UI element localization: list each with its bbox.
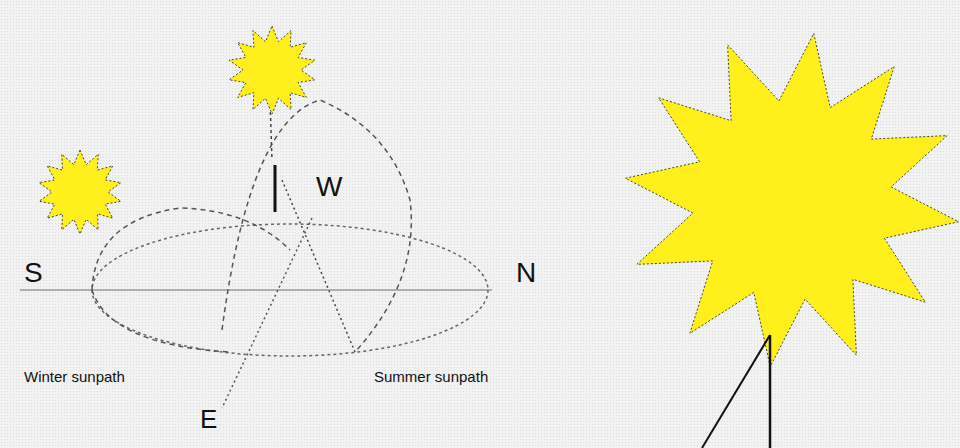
compass-west: W bbox=[314, 172, 344, 202]
shadow-line bbox=[282, 180, 355, 352]
summer-sunpath bbox=[222, 100, 411, 352]
horizon-ellipse bbox=[92, 224, 488, 356]
large-sun bbox=[625, 33, 958, 366]
gnomon bbox=[274, 165, 277, 212]
east-west-axis bbox=[222, 218, 312, 408]
summer-sun bbox=[229, 26, 315, 114]
winter-sunpath-lower bbox=[92, 290, 230, 352]
winter-sunpath bbox=[92, 208, 290, 290]
pole-ray bbox=[702, 335, 770, 448]
summer-sunpath-label: Summer sunpath bbox=[372, 368, 490, 385]
compass-east: E bbox=[198, 405, 219, 433]
compass-south: S bbox=[22, 258, 45, 288]
winter-sunpath-label: Winter sunpath bbox=[22, 368, 127, 385]
north-south-axis bbox=[20, 289, 492, 291]
pole bbox=[769, 335, 772, 448]
winter-sun bbox=[39, 150, 121, 234]
compass-north: N bbox=[514, 258, 538, 288]
